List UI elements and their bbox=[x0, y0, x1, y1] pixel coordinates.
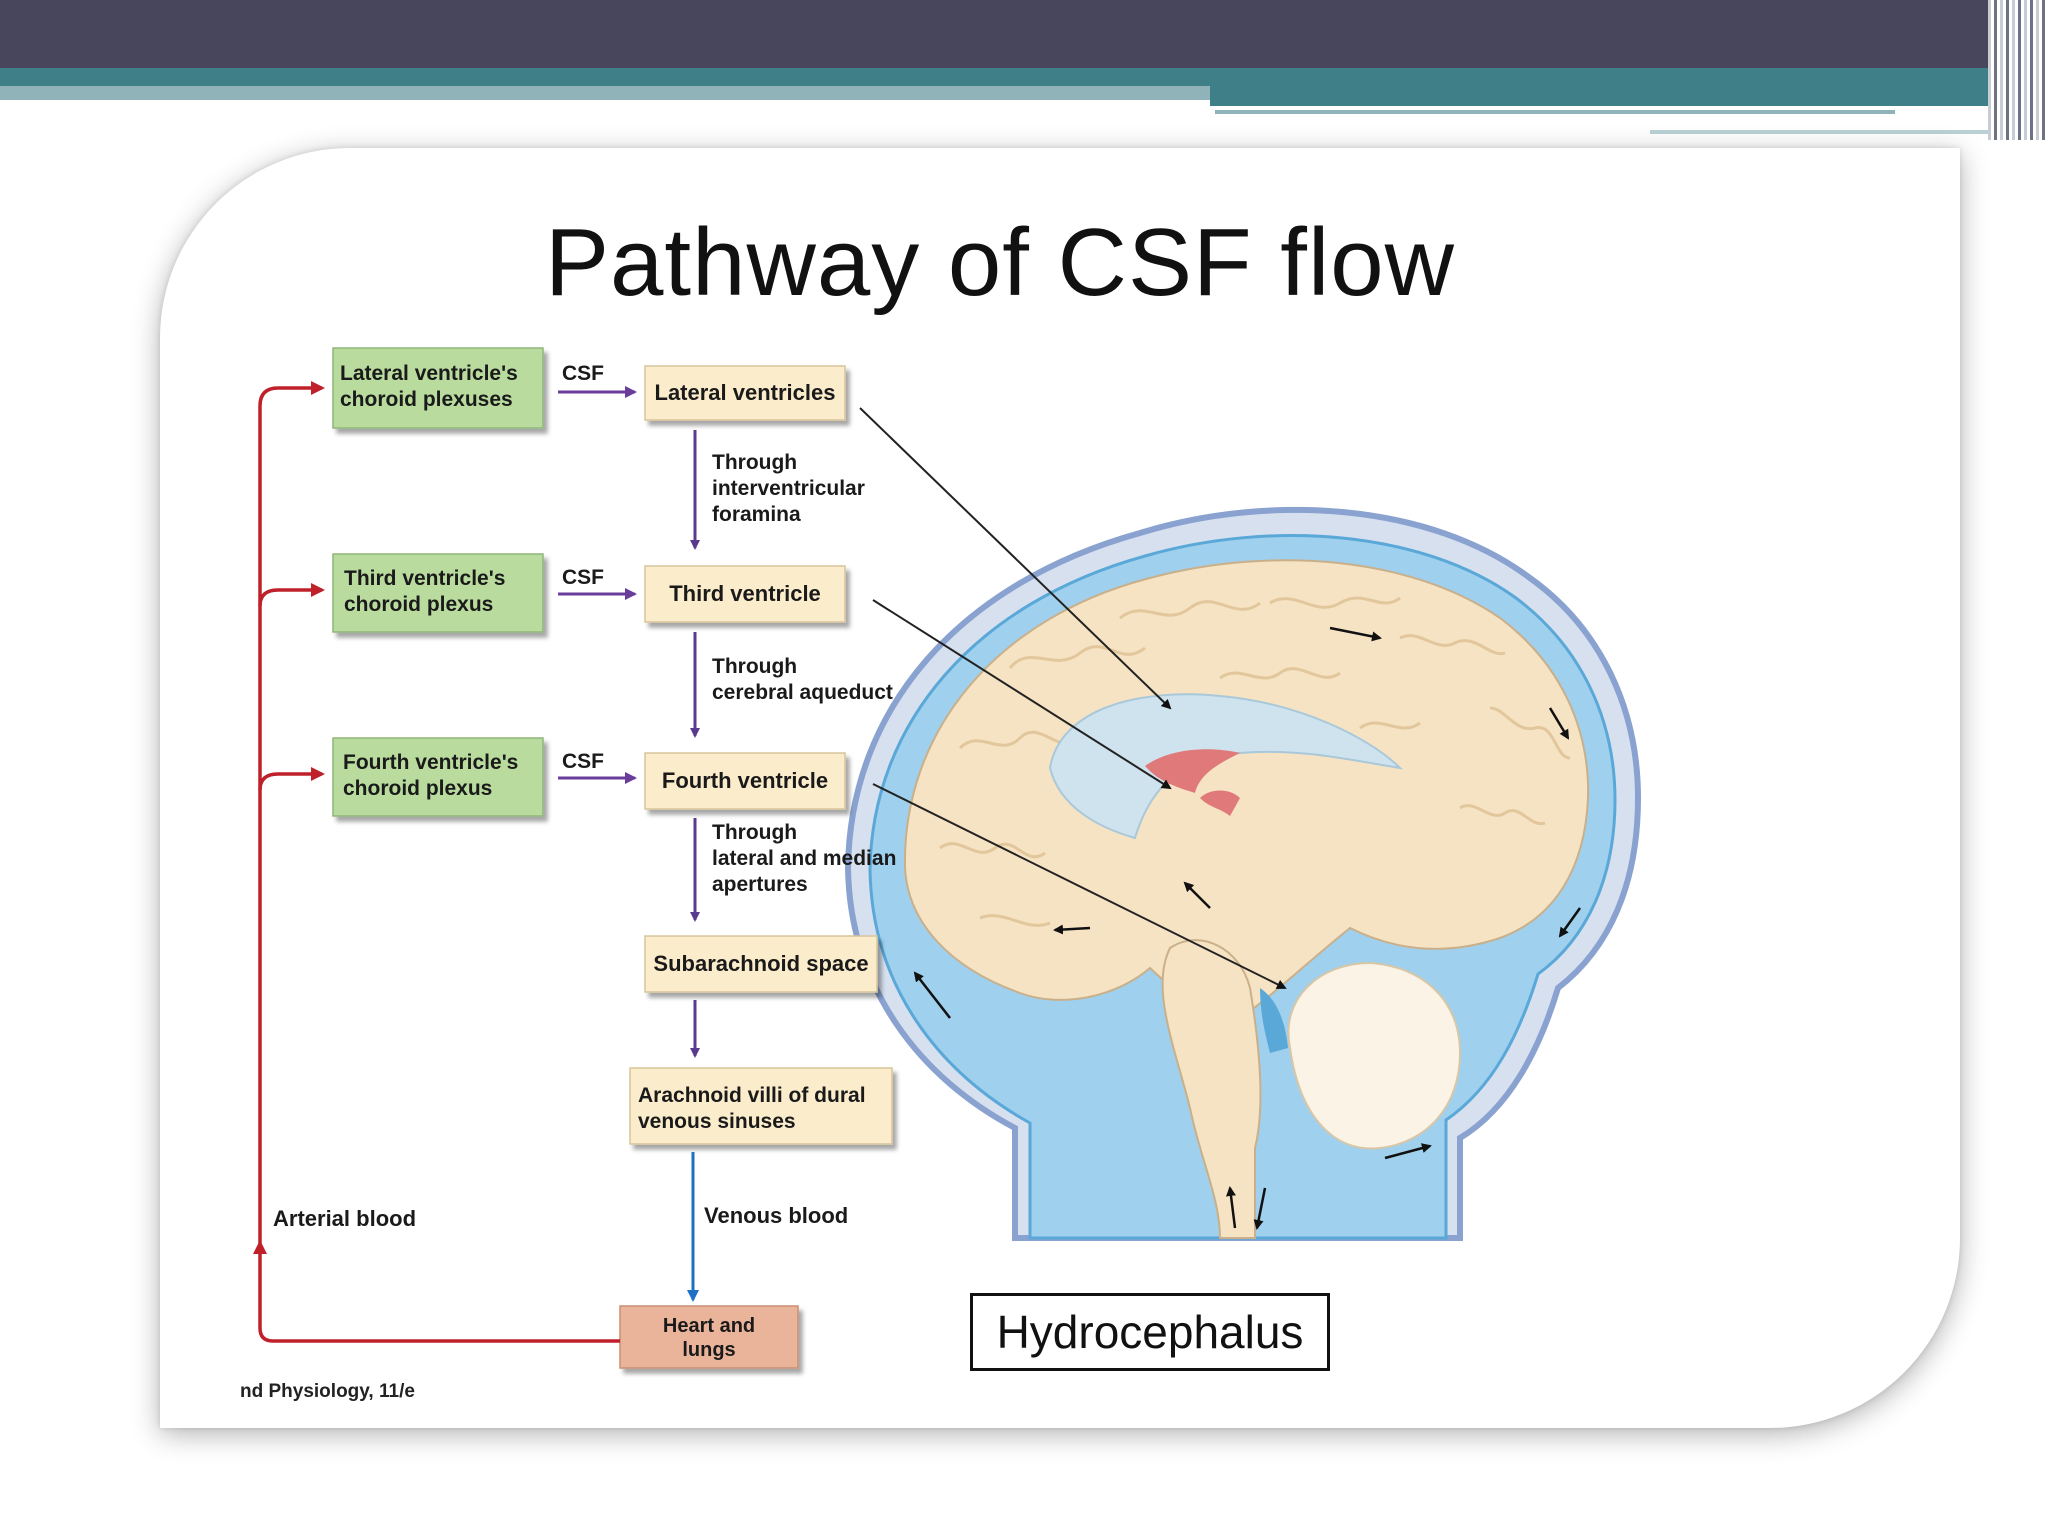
plexus-box-lateral: Lateral ventricle's choroid plexuses bbox=[332, 347, 544, 429]
svg-text:choroid plexus: choroid plexus bbox=[344, 593, 493, 616]
source-credit: nd Physiology, 11/e bbox=[240, 1381, 415, 1402]
header-edge-stripes bbox=[1988, 0, 2048, 140]
header-teal-band-right bbox=[1210, 86, 1995, 106]
csf-arrows: CSF CSF CSF bbox=[558, 362, 637, 784]
through-label-3b: lateral and median bbox=[712, 847, 896, 870]
subarachnoid-space-box: Subarachnoid space bbox=[644, 935, 878, 993]
svg-text:choroid plexuses: choroid plexuses bbox=[340, 388, 513, 411]
slide-title: Pathway of CSF flow bbox=[545, 209, 1455, 316]
svg-text:Fourth ventricle's: Fourth ventricle's bbox=[343, 751, 518, 774]
through-label-1b: interventricular bbox=[712, 477, 865, 500]
svg-text:Lateral ventricle's: Lateral ventricle's bbox=[340, 362, 518, 385]
header-bar bbox=[0, 0, 2048, 68]
csf-label-3: CSF bbox=[562, 750, 604, 773]
svg-text:lungs: lungs bbox=[682, 1339, 735, 1361]
svg-text:Heart and: Heart and bbox=[663, 1315, 755, 1337]
plexus-box-third: Third ventricle's choroid plexus bbox=[332, 553, 544, 633]
ventricle-box-fourth: Fourth ventricle bbox=[644, 752, 846, 810]
header-accent-line bbox=[1215, 110, 1895, 114]
arachnoid-villi-box: Arachnoid villi of dural venous sinuses bbox=[629, 1067, 893, 1145]
through-flow: Through interventricular foramina Throug… bbox=[690, 430, 896, 1058]
svg-text:Third ventricle's: Third ventricle's bbox=[344, 567, 505, 590]
venous-blood-label: Venous blood bbox=[704, 1203, 848, 1228]
svg-text:Fourth ventricle: Fourth ventricle bbox=[662, 768, 828, 793]
cerebrum bbox=[903, 559, 1590, 1020]
lateral-ventricle-shape bbox=[1048, 693, 1403, 840]
through-label-2a: Through bbox=[712, 655, 797, 678]
svg-text:venous sinuses: venous sinuses bbox=[638, 1110, 796, 1133]
ventricle-box-third: Third ventricle bbox=[644, 565, 846, 623]
through-label-1c: foramina bbox=[712, 503, 801, 526]
slide-card: Pathway of CSF flow bbox=[160, 148, 1960, 1428]
csf-label-2: CSF bbox=[562, 566, 604, 589]
brain-illustration bbox=[844, 506, 1642, 1241]
header-light-band bbox=[0, 86, 1210, 100]
arterial-blood-label: Arterial blood bbox=[273, 1206, 416, 1231]
ventricle-box-lateral: Lateral ventricles bbox=[644, 365, 846, 421]
through-label-2b: cerebral aqueduct bbox=[712, 681, 893, 704]
venous-flow: Venous blood bbox=[687, 1152, 848, 1302]
illustration-flow-arrows bbox=[913, 626, 1582, 1230]
gyri-texture bbox=[939, 596, 1571, 927]
header-accent-line-short bbox=[1650, 130, 2010, 134]
hydrocephalus-label: Hydrocephalus bbox=[970, 1293, 1330, 1371]
csf-label-1: CSF bbox=[562, 362, 604, 385]
through-label-3a: Through bbox=[712, 821, 797, 844]
svg-text:Subarachnoid space: Subarachnoid space bbox=[653, 951, 868, 976]
heart-lungs-box: Heart and lungs bbox=[619, 1305, 799, 1369]
arterial-flow: Arterial blood bbox=[253, 381, 620, 1343]
svg-text:Third ventricle: Third ventricle bbox=[669, 581, 821, 606]
through-label-3c: apertures bbox=[712, 873, 808, 896]
cerebellum bbox=[1287, 961, 1462, 1150]
svg-text:Arachnoid villi of dural: Arachnoid villi of dural bbox=[638, 1084, 866, 1107]
pointer-lines bbox=[859, 407, 1287, 989]
through-label-1a: Through bbox=[712, 451, 797, 474]
csf-flow-diagram: Lateral ventricle's choroid plexuses Thi… bbox=[253, 347, 1642, 1369]
header-teal-band bbox=[0, 68, 1995, 86]
brainstem bbox=[1161, 939, 1262, 1239]
plexus-box-fourth: Fourth ventricle's choroid plexus bbox=[332, 737, 544, 817]
svg-text:choroid plexus: choroid plexus bbox=[343, 777, 492, 800]
svg-text:Lateral ventricles: Lateral ventricles bbox=[655, 380, 836, 405]
